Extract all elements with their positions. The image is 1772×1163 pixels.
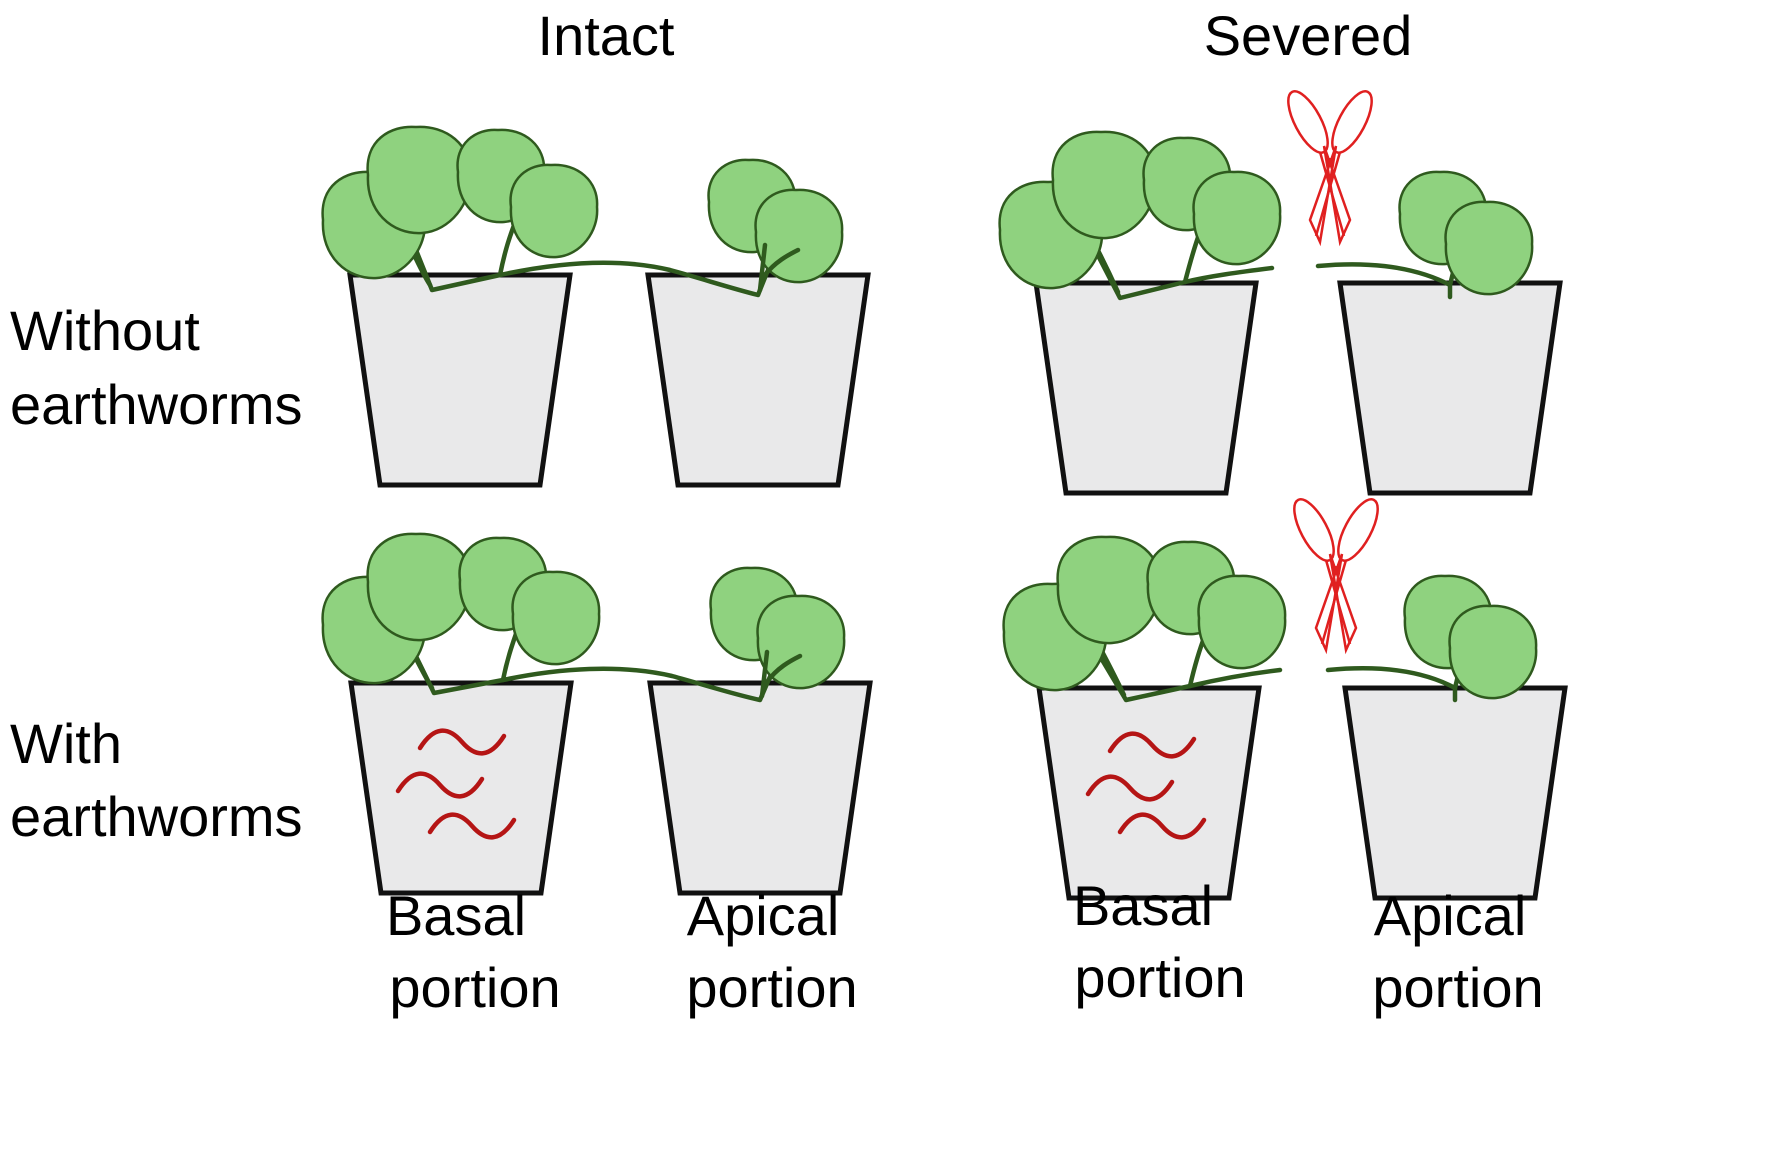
svg-text:portion: portion bbox=[1372, 956, 1543, 1019]
svg-text:Apical: Apical bbox=[1374, 884, 1527, 947]
leaf-icon bbox=[1051, 130, 1157, 240]
panel-intact-with-earthworms bbox=[321, 532, 870, 893]
leaf-icon bbox=[511, 570, 601, 666]
pot-label-severed-basal: Basal portion bbox=[1073, 874, 1246, 1009]
svg-text:Basal: Basal bbox=[386, 884, 526, 947]
pot-icon bbox=[1036, 283, 1256, 493]
leaf-icon bbox=[1056, 535, 1162, 645]
svg-text:portion: portion bbox=[389, 956, 560, 1019]
row-label-with-earthworms: With earthworms bbox=[10, 712, 303, 848]
svg-text:earthworms: earthworms bbox=[10, 785, 303, 848]
svg-text:portion: portion bbox=[1074, 946, 1245, 1009]
pot-label-intact-basal: Basal portion bbox=[386, 884, 561, 1019]
pot-icon bbox=[350, 275, 570, 485]
leaf-icon bbox=[366, 532, 472, 642]
pot-icon bbox=[1340, 283, 1560, 493]
scissors-icon bbox=[1285, 492, 1387, 652]
svg-text:Basal: Basal bbox=[1073, 874, 1213, 937]
pot-label-intact-apical: Apical portion bbox=[686, 884, 857, 1019]
scissors-icon bbox=[1279, 84, 1381, 244]
panel-severed-without-earthworms bbox=[998, 84, 1560, 493]
row-label-without-earthworms: Without earthworms bbox=[10, 299, 303, 436]
pot-icon bbox=[648, 275, 868, 485]
leaf-icon bbox=[509, 163, 599, 259]
leaf-icon bbox=[1192, 170, 1282, 266]
pot-icon bbox=[1039, 688, 1259, 898]
svg-text:portion: portion bbox=[686, 956, 857, 1019]
svg-text:Apical: Apical bbox=[687, 884, 840, 947]
svg-text:Without: Without bbox=[10, 299, 200, 362]
column-header-severed: Severed bbox=[1204, 4, 1413, 67]
panel-intact-without-earthworms bbox=[321, 125, 868, 485]
leaf-icon bbox=[1448, 604, 1538, 700]
leaf-icon bbox=[366, 125, 472, 235]
svg-text:earthworms: earthworms bbox=[10, 373, 303, 436]
leaf-icon bbox=[1197, 574, 1287, 670]
svg-text:With: With bbox=[10, 712, 122, 775]
pot-icon bbox=[650, 683, 870, 893]
pot-label-severed-apical: Apical portion bbox=[1372, 884, 1543, 1019]
panel-severed-with-earthworms bbox=[1002, 492, 1565, 898]
pot-icon bbox=[1345, 688, 1565, 898]
pot-icon bbox=[351, 683, 571, 893]
column-header-intact: Intact bbox=[538, 4, 675, 67]
leaf-icon bbox=[1444, 200, 1534, 296]
